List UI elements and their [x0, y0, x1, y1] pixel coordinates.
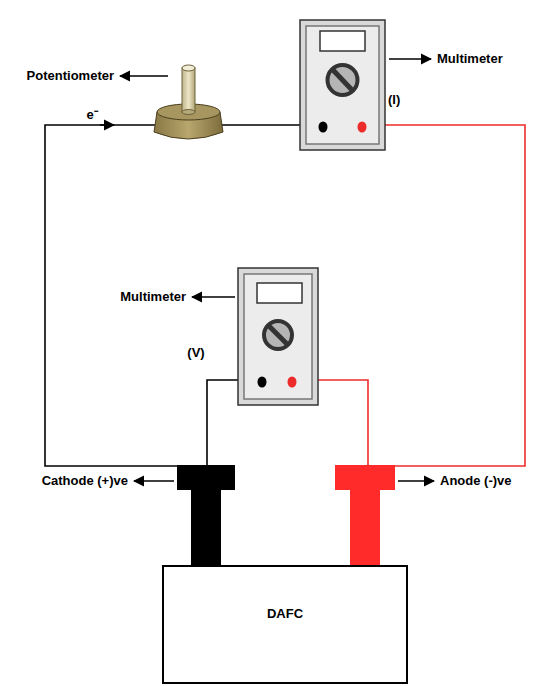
- terminal-label: Anode (-)ve: [440, 473, 512, 489]
- voltmeter-multimeter: [238, 268, 318, 405]
- component-label: Multimeter: [437, 51, 503, 67]
- electron-label: e⁻: [86, 107, 97, 123]
- cathode-terminal: [177, 465, 235, 566]
- meter-mode-label: (V): [187, 345, 204, 361]
- fuel-cell-box: DAFC: [162, 565, 408, 684]
- anode-terminal: [335, 465, 395, 566]
- component-label: Multimeter: [120, 289, 186, 305]
- red-wire: [318, 125, 525, 466]
- terminal-label: Cathode (+)ve: [42, 473, 128, 489]
- leader-arrow: [120, 59, 434, 481]
- node-title: DAFC: [164, 606, 406, 621]
- meter-mode-label: (I): [388, 92, 400, 108]
- electron-arrow: [100, 124, 114, 126]
- component-label: Potentiometer: [27, 68, 114, 84]
- ammeter-multimeter: [300, 20, 385, 150]
